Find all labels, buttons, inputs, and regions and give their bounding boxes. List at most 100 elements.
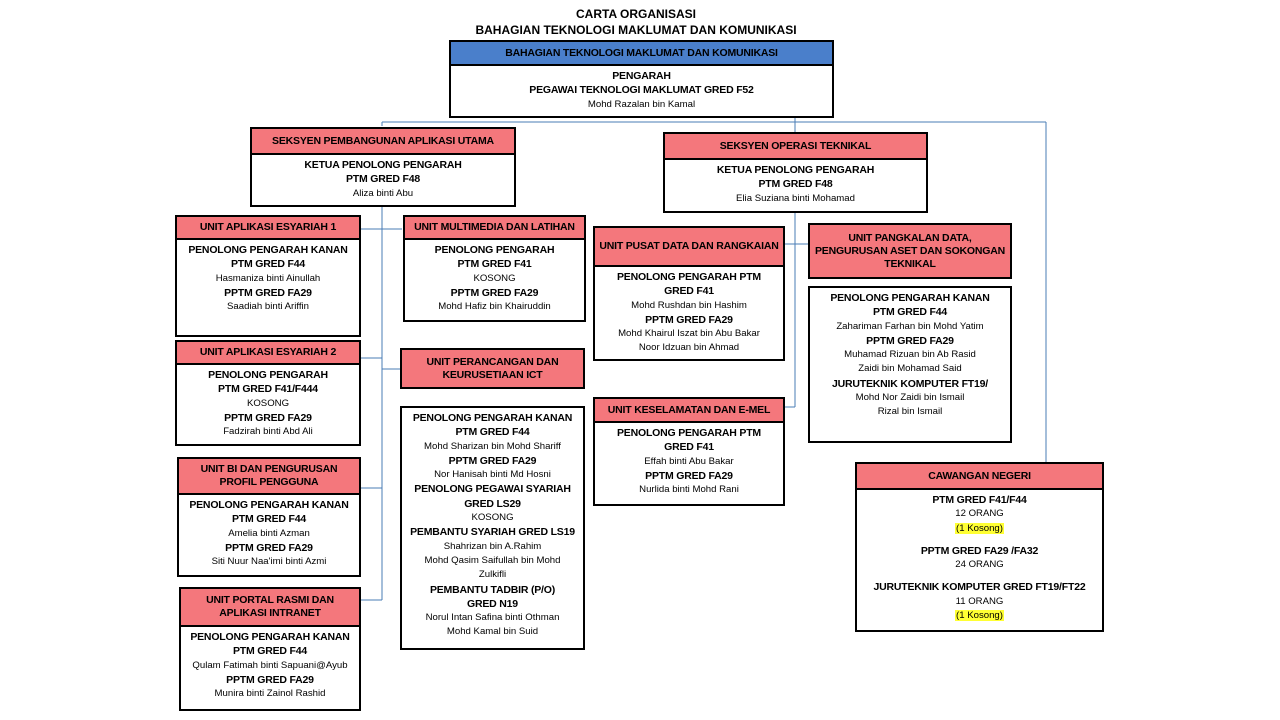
unit-esyariah1-header: UNIT APLIKASI ESYARIAH 1: [175, 215, 361, 240]
grade-label: PTM GRED F44: [872, 306, 948, 319]
grade-label: PTM GRED F41/F444: [218, 383, 318, 396]
grade-label: PPTM GRED FA29: [226, 673, 314, 686]
grade-label: GRED F41: [664, 285, 714, 298]
grade-label: PPTM GRED FA29: [450, 286, 539, 299]
staff-name: Elia Suziana binti Mohamad: [736, 192, 855, 204]
grade-label: PPTM GRED FA29 /FA32: [920, 544, 1039, 557]
grade-label: PTM GRED F41/F44: [932, 494, 1027, 506]
position-title: PENOLONG PENGARAH KANAN: [188, 244, 348, 256]
unit-portal-box: PENOLONG PENGARAH KANAN PTM GRED F44 Qul…: [179, 625, 361, 711]
position-title: PENGARAH: [612, 70, 671, 82]
staff-name: Saadiah binti Ariffin: [227, 301, 309, 313]
position-title: PENOLONG PENGARAH KANAN: [830, 292, 990, 304]
grade-label: PTM GRED F41: [457, 258, 532, 271]
position-title: PEMBANTU TADBIR (P/O): [429, 583, 556, 596]
position-title: PENOLONG PENGARAH PTM: [617, 271, 761, 283]
grade-label: PPTM GRED FA29: [224, 286, 312, 299]
grade-label: PTM GRED F44: [231, 513, 307, 526]
staff-name: Norul Intan Safina binti Othman: [425, 612, 560, 624]
cawangan-negeri-header: CAWANGAN NEGERI: [855, 462, 1104, 490]
grade-label: PPTM GRED FA29: [225, 541, 313, 554]
chart-title: CARTA ORGANISASI: [576, 7, 696, 21]
unit-pangkalan-box: PENOLONG PENGARAH KANAN PTM GRED F44 Zah…: [808, 286, 1012, 443]
staff-name: Siti Nuur Naa'imi binti Azmi: [211, 556, 327, 568]
grade-label: GRED LS29: [464, 497, 521, 510]
grade-label: GRED N19: [467, 597, 518, 610]
staff-name: Mohd Khairul Iszat bin Abu Bakar: [618, 328, 760, 340]
grade-label: PPTM GRED FA29: [645, 469, 733, 482]
unit-multimedia-header: UNIT MULTIMEDIA DAN LATIHAN: [403, 215, 586, 240]
grade-label: PTM GRED F48: [758, 178, 833, 191]
seksyen-aplikasi-box: KETUA PENOLONG PENGARAH PTM GRED F48 Ali…: [250, 153, 516, 207]
staff-name: Hasmaniza binti Ainullah: [215, 272, 321, 284]
seksyen-operasi-header: SEKSYEN OPERASI TEKNIKAL: [663, 132, 928, 160]
staff-name: Muhamad Rizuan bin Ab Rasid: [844, 349, 976, 361]
position-title: PENOLONG PENGARAH PTM: [617, 427, 761, 439]
grade-label: PPTM GRED FA29: [866, 334, 954, 347]
unit-perancangan-header: UNIT PERANCANGAN DAN KEURUSETIAAN ICT: [400, 348, 585, 389]
position-title: PENOLONG PENGARAH KANAN: [189, 499, 349, 511]
unit-multimedia-box: PENOLONG PENGARAH PTM GRED F41 KOSONG PP…: [403, 238, 586, 322]
position-title: PENOLONG PENGARAH: [208, 369, 328, 381]
staff-name: Zahariman Farhan bin Mohd Yatim: [836, 320, 984, 332]
grade-label: PPTM GRED FA29: [645, 313, 733, 326]
grade-label: PEGAWAI TEKNOLOGI MAKLUMAT GRED F52: [529, 84, 754, 97]
staff-name: Mohd Sharizan bin Mohd Shariff: [424, 440, 561, 452]
staff-name: Mohd Kamal bin Suid: [446, 626, 539, 638]
staff-name: Mohd Razalan bin Kamal: [587, 98, 696, 110]
staff-name: Qulam Fatimah binti Sapuani@Ayub: [192, 659, 348, 671]
staff-name: Shahrizan bin A.Rahim: [443, 540, 542, 552]
staff-name: Effah binti Abu Bakar: [644, 455, 734, 467]
staff-count: 24 ORANG: [955, 559, 1004, 571]
unit-pusat-data-box: PENOLONG PENGARAH PTM GRED F41 Mohd Rush…: [593, 265, 785, 361]
unit-bi-header: UNIT BI DAN PENGURUSAN PROFIL PENGGUNA: [177, 457, 361, 495]
staff-name: Mohd Qasim Saifullah bin Mohd: [424, 554, 561, 566]
position-title: KETUA PENOLONG PENGARAH: [716, 164, 875, 176]
staff-name: Mohd Hafiz bin Khairuddin: [438, 301, 551, 313]
staff-name: Munira binti Zainol Rashid: [214, 688, 326, 700]
position-title: PEMBANTU SYARIAH GRED LS19: [410, 526, 575, 539]
grade-label: JURUTEKNIK KOMPUTER GRED FT19/FT22: [873, 581, 1086, 594]
position-title: JURUTEKNIK KOMPUTER FT19/: [831, 377, 988, 390]
grade-label: GRED F41: [664, 441, 714, 454]
grade-label: PTM GRED F44: [232, 645, 308, 658]
chart-subtitle: BAHAGIAN TEKNOLOGI MAKLUMAT DAN KOMUNIKA…: [475, 23, 797, 37]
staff-name: Noor Idzuan bin Ahmad: [638, 342, 740, 354]
staff-count: 11 ORANG: [955, 595, 1004, 607]
vacancy-label: KOSONG: [471, 512, 514, 524]
seksyen-operasi-box: KETUA PENOLONG PENGARAH PTM GRED F48 Eli…: [663, 158, 928, 213]
unit-pusat-data-header: UNIT PUSAT DATA DAN RANGKAIAN: [593, 226, 785, 267]
vacancy-label: KOSONG: [473, 272, 516, 284]
position-title: PENOLONG PENGARAH KANAN: [412, 412, 573, 424]
grade-label: PPTM GRED FA29: [224, 411, 312, 424]
staff-count: 12 ORANG: [955, 508, 1004, 520]
cawangan-negeri-box: PTM GRED F41/F44 12 ORANG (1 Kosong) PPT…: [855, 488, 1104, 632]
unit-perancangan-box: PENOLONG PENGARAH KANAN PTM GRED F44 Moh…: [400, 406, 585, 650]
position-title: PENOLONG PEGAWAI SYARIAH: [414, 483, 571, 496]
staff-name: Zaidi bin Mohamad Said: [858, 363, 962, 375]
position-title: KETUA PENOLONG PENGARAH: [304, 159, 462, 171]
staff-name: Fadzirah binti Abd Ali: [223, 426, 313, 438]
staff-name: Aliza binti Abu: [352, 187, 414, 199]
unit-esyariah2-header: UNIT APLIKASI ESYARIAH 2: [175, 340, 361, 365]
top-division-header: BAHAGIAN TEKNOLOGI MAKLUMAT DAN KOMUNIKA…: [449, 40, 834, 66]
unit-bi-box: PENOLONG PENGARAH KANAN PTM GRED F44 Ame…: [177, 493, 361, 577]
staff-name: Rizal bin Ismail: [877, 406, 943, 418]
unit-pangkalan-header: UNIT PANGKALAN DATA, PENGURUSAN ASET DAN…: [808, 223, 1012, 279]
position-title: PENOLONG PENGARAH KANAN: [190, 631, 350, 643]
vacancy-highlight: (1 Kosong): [955, 522, 1004, 534]
vacancy-label: KOSONG: [246, 397, 290, 409]
grade-label: PPTM GRED FA29: [448, 454, 537, 467]
grade-label: PTM GRED F44: [230, 258, 306, 271]
position-title: PENOLONG PENGARAH: [434, 244, 555, 256]
staff-name: Nurlida binti Mohd Rani: [639, 484, 739, 496]
staff-name: Nor Hanisah binti Md Hosni: [434, 469, 551, 481]
vacancy-highlight: (1 Kosong): [955, 610, 1004, 622]
unit-esyariah1-box: PENOLONG PENGARAH KANAN PTM GRED F44 Has…: [175, 238, 361, 337]
staff-name: Amelia binti Azman: [228, 527, 310, 539]
seksyen-aplikasi-header: SEKSYEN PEMBANGUNAN APLIKASI UTAMA: [250, 127, 516, 155]
staff-name: Mohd Nor Zaidi bin Ismail: [855, 392, 965, 404]
unit-esyariah2-box: PENOLONG PENGARAH PTM GRED F41/F444 KOSO…: [175, 363, 361, 446]
staff-name: Mohd Rushdan bin Hashim: [631, 299, 747, 311]
